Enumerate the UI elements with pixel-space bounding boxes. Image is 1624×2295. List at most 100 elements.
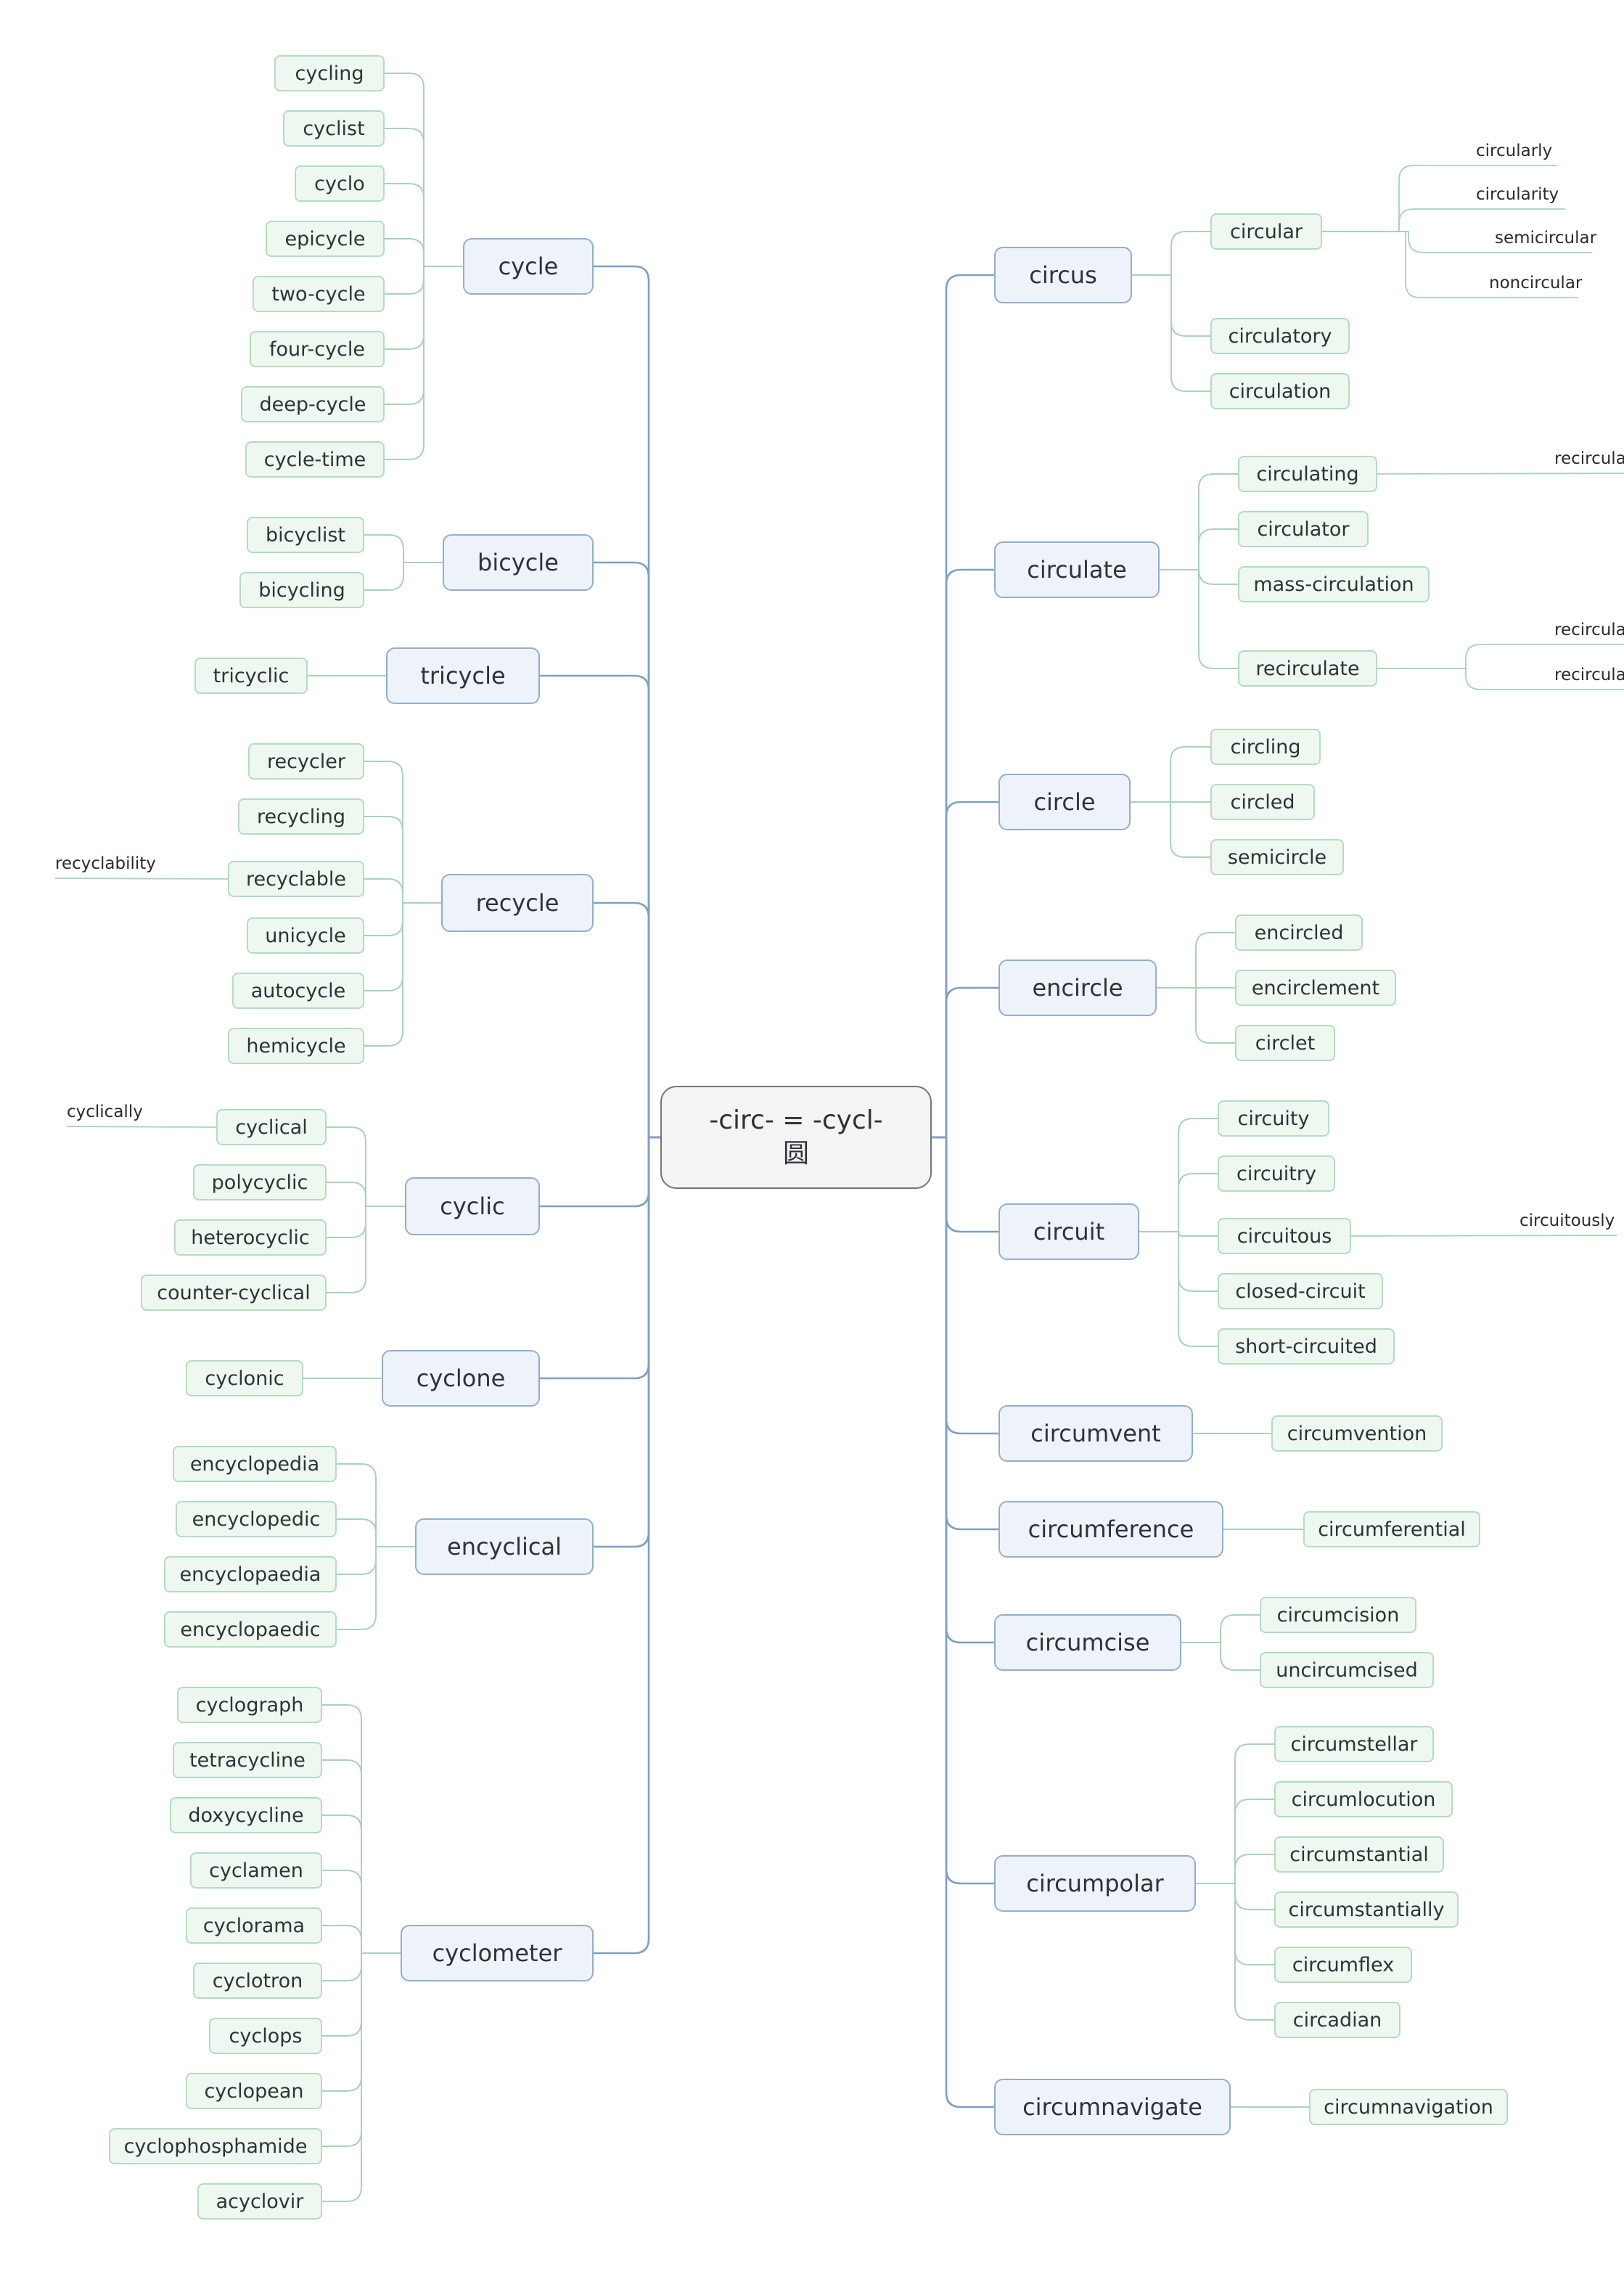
subtopic-semicircle[interactable]: semicircle <box>1210 839 1344 875</box>
subtopic-recirculate[interactable]: recirculate <box>1238 650 1377 687</box>
left-topic-cycle[interactable]: cycle <box>463 238 594 295</box>
subtopic-circling-link <box>1131 746 1210 803</box>
subtopic-circumferential[interactable]: circumferential <box>1303 1511 1480 1547</box>
right-topic-circle[interactable]: circle <box>998 774 1131 830</box>
subtopic-circled[interactable]: circled <box>1210 784 1315 820</box>
subtopic-circumlocution-link <box>1196 1799 1274 1884</box>
subtopic-encyclopedia[interactable]: encyclopedia <box>173 1446 337 1482</box>
subtopic-cyclotron[interactable]: cyclotron <box>193 1963 322 1999</box>
subtopic-hemicycle-link <box>364 902 441 1047</box>
subtopic-cycling[interactable]: cycling <box>274 55 385 91</box>
detail-recyclability: recyclability <box>55 854 156 873</box>
right-topic-circumcise[interactable]: circumcise <box>994 1614 1181 1671</box>
subtopic-circumvention[interactable]: circumvention <box>1271 1415 1443 1452</box>
subtopic-tetracycline[interactable]: tetracycline <box>173 1742 322 1778</box>
detail-recirculating: recirculating <box>1554 449 1624 468</box>
subtopic-recyclable[interactable]: recyclable <box>228 861 364 897</box>
subtopic-cyclorama[interactable]: cyclorama <box>186 1907 322 1944</box>
right-topic-circus[interactable]: circus <box>994 247 1132 303</box>
subtopic-cyclograph[interactable]: cyclograph <box>177 1687 322 1723</box>
left-topic-cyclic[interactable]: cyclic <box>405 1177 540 1235</box>
subtopic-autocycle[interactable]: autocycle <box>232 973 364 1009</box>
left-topic-tricycle[interactable]: tricycle <box>386 647 540 704</box>
subtopic-circuity[interactable]: circuity <box>1218 1100 1329 1137</box>
subtopic-encyclopaedic[interactable]: encyclopaedic <box>164 1611 337 1648</box>
right-topic-circumvent[interactable]: circumvent <box>998 1405 1193 1462</box>
subtopic-tetracycline-link <box>322 1759 401 1954</box>
subtopic-cyclophosphamide[interactable]: cyclophosphamide <box>109 2128 322 2164</box>
subtopic-encyclopedic-link <box>337 1518 415 1547</box>
right-topic-circumpolar[interactable]: circumpolar <box>994 1855 1196 1912</box>
central-topic[interactable]: -circ- = -cycl- 圆 <box>660 1086 932 1189</box>
left-topic-cyclic-link <box>540 1136 660 1208</box>
subtopic-circumstellar[interactable]: circumstellar <box>1274 1726 1434 1762</box>
right-topic-encircle[interactable]: encircle <box>998 960 1157 1016</box>
subtopic-encirclement[interactable]: encirclement <box>1235 970 1396 1006</box>
subtopic-circumflex[interactable]: circumflex <box>1274 1947 1412 1983</box>
right-topic-circumference[interactable]: circumference <box>998 1501 1223 1558</box>
subtopic-cyclopean[interactable]: cyclopean <box>186 2073 322 2109</box>
subtopic-bicycling[interactable]: bicycling <box>239 572 364 608</box>
subtopic-heterocyclic[interactable]: heterocyclic <box>174 1219 327 1256</box>
subtopic-circling[interactable]: circling <box>1210 729 1321 765</box>
subtopic-circulation[interactable]: circulation <box>1210 373 1350 409</box>
subtopic-acyclovir[interactable]: acyclovir <box>197 2183 322 2220</box>
subtopic-cycle-time[interactable]: cycle-time <box>245 441 385 478</box>
subtopic-circlet[interactable]: circlet <box>1235 1025 1335 1061</box>
subtopic-cyclist[interactable]: cyclist <box>283 110 385 147</box>
subtopic-deep-cycle[interactable]: deep-cycle <box>241 386 385 422</box>
subtopic-circuitous[interactable]: circuitous <box>1218 1218 1351 1254</box>
right-topic-circulate[interactable]: circulate <box>994 541 1160 598</box>
subtopic-cyclorama-link <box>322 1925 401 1954</box>
subtopic-uncircumcised[interactable]: uncircumcised <box>1260 1652 1434 1688</box>
left-topic-encyclical[interactable]: encyclical <box>415 1518 594 1575</box>
subtopic-two-cycle[interactable]: two-cycle <box>253 276 385 312</box>
subtopic-acyclovir-link <box>322 1952 401 2202</box>
right-topic-circuit[interactable]: circuit <box>998 1203 1139 1260</box>
subtopic-circular[interactable]: circular <box>1210 213 1322 250</box>
left-topic-cyclone[interactable]: cyclone <box>382 1350 540 1407</box>
subtopic-recycler[interactable]: recycler <box>248 743 364 780</box>
subtopic-encyclopedic[interactable]: encyclopedic <box>176 1501 337 1537</box>
subtopic-encircled[interactable]: encircled <box>1235 915 1363 951</box>
subtopic-circumlocution[interactable]: circumlocution <box>1274 1781 1453 1817</box>
right-topic-circumnavigate[interactable]: circumnavigate <box>994 2079 1231 2135</box>
detail-recyclability-link <box>54 878 229 880</box>
subtopic-counter-cyclical[interactable]: counter-cyclical <box>141 1275 327 1311</box>
detail-recirculation-link <box>1377 668 1624 690</box>
subtopic-unicycle[interactable]: unicycle <box>247 917 364 954</box>
subtopic-tricyclic[interactable]: tricyclic <box>194 658 308 694</box>
subtopic-cyclamen[interactable]: cyclamen <box>190 1852 322 1889</box>
left-topic-cyclometer[interactable]: cyclometer <box>401 1925 594 1981</box>
subtopic-cyclical[interactable]: cyclical <box>216 1109 327 1145</box>
subtopic-closed-circuit[interactable]: closed-circuit <box>1218 1273 1383 1309</box>
subtopic-polycyclic[interactable]: polycyclic <box>193 1164 327 1200</box>
subtopic-circumstantially[interactable]: circumstantially <box>1274 1891 1459 1928</box>
subtopic-circuitry[interactable]: circuitry <box>1218 1155 1335 1192</box>
subtopic-doxycycline[interactable]: doxycycline <box>170 1797 322 1833</box>
left-topic-recycle[interactable]: recycle <box>441 874 594 932</box>
left-topic-bicycle[interactable]: bicycle <box>443 534 594 591</box>
subtopic-short-circuited-link <box>1139 1231 1218 1347</box>
subtopic-hemicycle[interactable]: hemicycle <box>228 1028 364 1064</box>
subtopic-circumcision[interactable]: circumcision <box>1260 1597 1416 1633</box>
subtopic-encyclopaedia[interactable]: encyclopaedia <box>164 1556 337 1592</box>
subtopic-cyclops[interactable]: cyclops <box>209 2018 322 2054</box>
subtopic-epicycle-link <box>385 238 463 267</box>
subtopic-mass-circulation[interactable]: mass-circulation <box>1238 566 1430 602</box>
subtopic-circumstantial[interactable]: circumstantial <box>1274 1836 1444 1873</box>
subtopic-recycling[interactable]: recycling <box>238 798 364 835</box>
subtopic-circulating[interactable]: circulating <box>1238 456 1377 492</box>
subtopic-circulatory[interactable]: circulatory <box>1210 318 1350 354</box>
subtopic-bicyclist[interactable]: bicyclist <box>247 517 364 553</box>
subtopic-cyclonic[interactable]: cyclonic <box>186 1360 303 1396</box>
subtopic-circumnavigation[interactable]: circumnavigation <box>1309 2089 1508 2125</box>
subtopic-cyclo[interactable]: cyclo <box>295 165 385 202</box>
subtopic-circadian[interactable]: circadian <box>1274 2002 1401 2038</box>
subtopic-short-circuited[interactable]: short-circuited <box>1218 1328 1395 1365</box>
detail-circularly-link <box>1322 165 1557 232</box>
subtopic-epicycle[interactable]: epicycle <box>266 221 385 257</box>
subtopic-circulator[interactable]: circulator <box>1238 511 1369 547</box>
subtopic-four-cycle[interactable]: four-cycle <box>250 331 385 367</box>
